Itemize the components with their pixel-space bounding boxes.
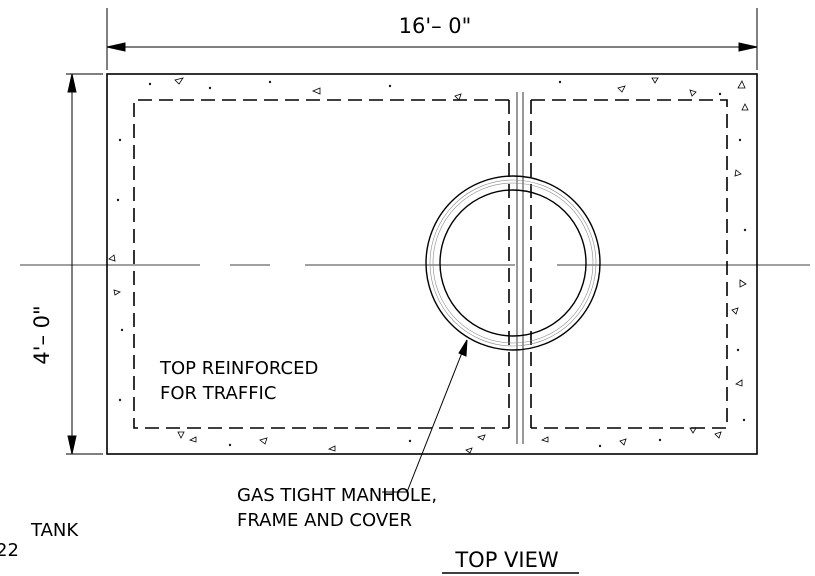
manhole-leader: [382, 339, 468, 493]
manhole-note-line1: GAS TIGHT MANHOLE,: [237, 485, 437, 506]
height-dimension-label: 4'– 0": [30, 305, 54, 364]
manhole: [425, 175, 601, 351]
inner-compartment-left: [133, 99, 509, 429]
width-dimension: [106, 8, 758, 70]
edge-fragment-line2: 22: [0, 540, 19, 561]
view-title: TOP VIEW: [454, 548, 559, 572]
width-dimension-label: 16'– 0": [399, 14, 472, 38]
center-wall-lines: [516, 92, 524, 444]
top-reinforced-note-line1: TOP REINFORCED: [159, 358, 318, 379]
manhole-note-line2: FRAME AND COVER: [237, 510, 412, 531]
height-dimension: [66, 73, 103, 455]
inner-compartment-right: [531, 99, 728, 429]
edge-fragment-line1: TANK: [30, 520, 79, 541]
concrete-hatch: [108, 77, 749, 454]
top-reinforced-note-line2: FOR TRAFFIC: [160, 383, 276, 404]
tank-outer-wall: [106, 73, 758, 455]
